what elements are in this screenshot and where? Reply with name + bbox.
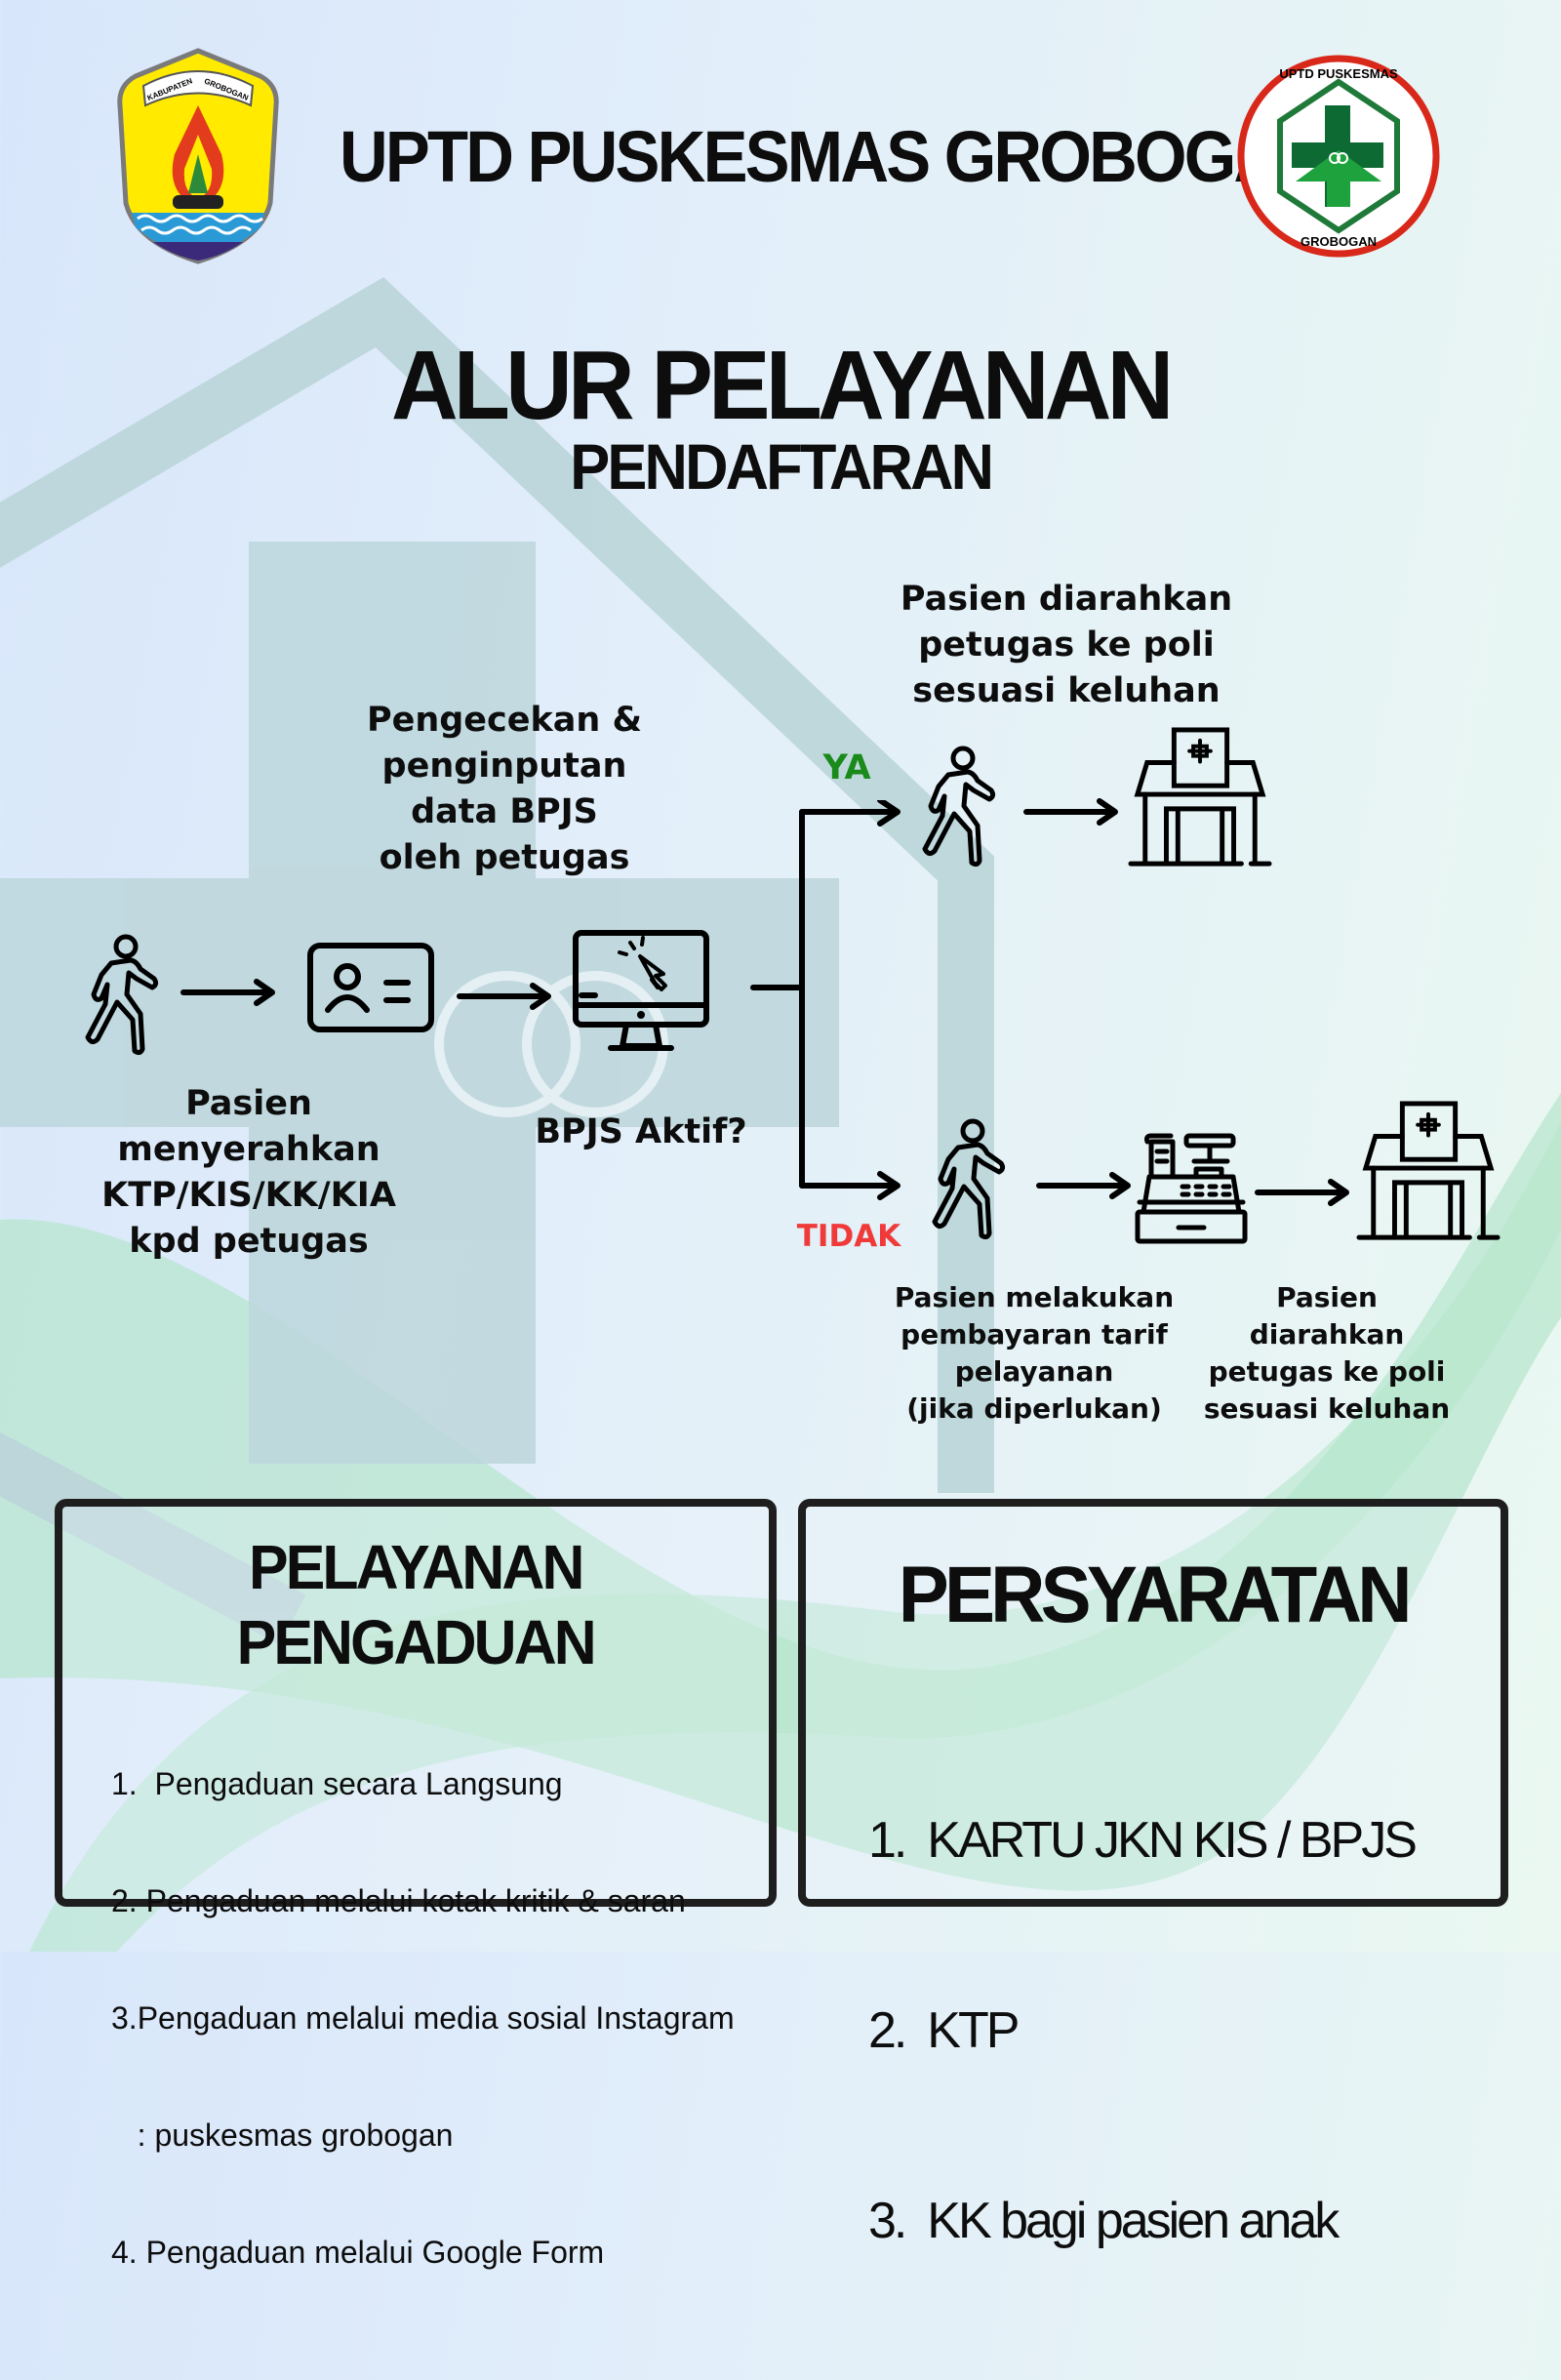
no-result-line: petugas ke poli [1208,1355,1446,1388]
no-label: TIDAK [796,1219,901,1254]
requirements-heading: PERSYARATAN [898,1551,1413,1639]
sub-title: PENDAFTARAN [570,430,994,503]
no-payment-line: Pasien melakukan [894,1281,1175,1313]
no-result-line: diarahkan [1249,1318,1405,1351]
clinic-icon [1128,727,1272,871]
complaints-item: 2. Pengaduan melalui kotak kritik & sara… [111,1883,686,1918]
logo-text-top: UPTD PUSKESMAS [1279,66,1398,81]
complaints-item: 4. Pengaduan melalui Google Form [111,2235,605,2270]
house-outline [0,276,994,1645]
step1-label-line: Pasien [185,1084,312,1123]
yes-result-line: petugas ke poli [918,625,1215,665]
sub-title-wrap: PENDAFTARAN [488,429,1073,504]
no-payment-line: (jika diperlukan) [906,1392,1162,1425]
arrow-right-icon [180,978,278,1007]
step2-label-line: penginputan [381,746,627,786]
requirements-item: 2. KTP [868,2002,1020,2059]
no-result-line: sesuasi keluhan [1203,1392,1451,1425]
header-title-wrap: UPTD PUSKESMAS GROBOGAN [302,115,1328,198]
green-swoosh-2 [29,1122,1561,1952]
no-result-line: Pasien [1276,1281,1378,1313]
step2-label-line: Pengecekan & [366,701,643,740]
yes-result-line: sesuasi keluhan [912,671,1221,710]
header-title: UPTD PUSKESMAS GROBOGAN [340,116,1328,197]
clinic-icon [1356,1101,1501,1245]
step1-label-line: menyerahkan [117,1130,380,1169]
no-payment-line: pelayanan [954,1355,1114,1388]
decision-branch-connector [750,800,901,1200]
step2-label-line: oleh petugas [379,838,630,877]
rings-watermark [434,971,668,1117]
complaints-heading: PELAYANAN PENGADUAN [62,1532,769,1688]
walking-person-icon [72,934,160,1061]
requirements-panel: PERSYARATAN 1. KARTU JKN KIS / BPJS 2. K… [798,1499,1508,2249]
walking-person-icon [919,1118,1007,1245]
computer-monitor-icon [573,930,709,1051]
requirements-heading-wrap: PERSYARATAN [806,1550,1501,1641]
walking-person-icon [909,746,997,872]
no-result-label: Pasien diarahkan petugas ke poli sesuasi… [1181,1279,1473,1428]
main-title-wrap: ALUR PELAYANAN [293,330,1268,442]
complaints-item: : puskesmas grobogan [111,2118,454,2153]
requirements-item: 1. KARTU JKN KIS / BPJS [868,1812,1418,1869]
step1-label-line: kpd petugas [129,1222,369,1261]
complaints-heading-line: PENGADUAN [236,1607,597,1677]
complaints-heading-line: PELAYANAN [249,1532,584,1602]
step2-label-line: data BPJS [411,792,598,831]
complaints-list: 1. Pengaduan secara Langsung 2. Pengadua… [111,1686,735,2350]
logo-text-bottom: GROBOGAN [1301,234,1377,249]
arrow-right-icon [457,982,554,1011]
complaints-item: 3.Pengaduan melalui media sosial Instagr… [111,2000,735,2036]
kabupaten-grobogan-emblem: KABUPATEN GROBOGAN [117,48,279,264]
arrow-right-icon [1036,1171,1134,1200]
no-payment-line: pembayaran tarif [901,1318,1168,1351]
main-title: ALUR PELAYANAN [391,331,1174,440]
puskesmas-logo: UPTD PUSKESMAS GROBOGAN [1237,55,1440,258]
yes-result-line: Pasien diarahkan [900,580,1233,619]
complaints-panel: PELAYANAN PENGADUAN 1. Pengaduan secara … [55,1499,777,2270]
complaints-item: 1. Pengaduan secara Langsung [111,1766,563,1801]
cash-register-icon [1135,1133,1248,1244]
decision-label: BPJS Aktif? [535,1112,747,1151]
yes-result-label: Pasien diarahkan petugas ke poli sesuasi… [871,577,1261,714]
arrow-right-icon [1023,797,1121,827]
no-payment-label: Pasien melakukan pembayaran tarif pelaya… [878,1279,1190,1428]
requirements-list: 1. KARTU JKN KIS / BPJS 2. KTP 3. KK bag… [868,1682,1418,2380]
id-card-icon [307,943,434,1032]
step1-label-line: KTP/KIS/KK/KIA [101,1176,396,1215]
arrow-right-icon [1255,1178,1352,1207]
yes-label: YA [822,748,871,787]
requirements-item: 3. KK bagi pasien anak [868,2193,1340,2249]
step1-label: Pasien menyerahkan KTP/KIS/KK/KIA kpd pe… [54,1081,444,1265]
step2-label: Pengecekan & penginputan data BPJS oleh … [309,698,700,881]
